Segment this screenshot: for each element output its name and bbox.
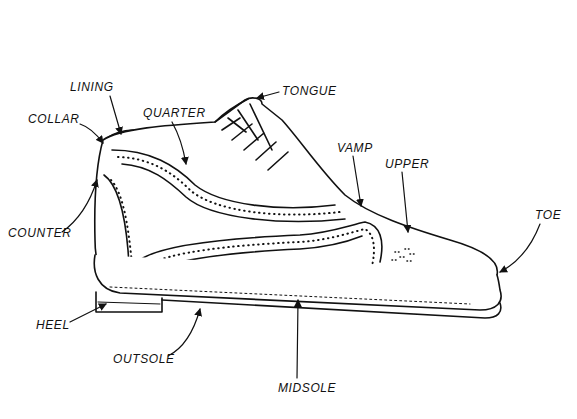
part-label: QUARTER [143, 106, 206, 120]
part-label: COUNTER [8, 226, 72, 240]
part-label: TOE [535, 208, 561, 222]
part-label: OUTSOLE [113, 352, 175, 366]
part-label: HEEL [36, 318, 70, 332]
part-label: TONGUE [282, 84, 337, 98]
shoe-drawing [94, 98, 501, 318]
part-label: LINING [70, 80, 114, 94]
leader-lines [62, 92, 540, 378]
part-label: VAMP [337, 141, 373, 155]
part-label: COLLAR [28, 112, 80, 126]
part-label: UPPER [385, 157, 429, 171]
part-label: MIDSOLE [278, 381, 336, 395]
